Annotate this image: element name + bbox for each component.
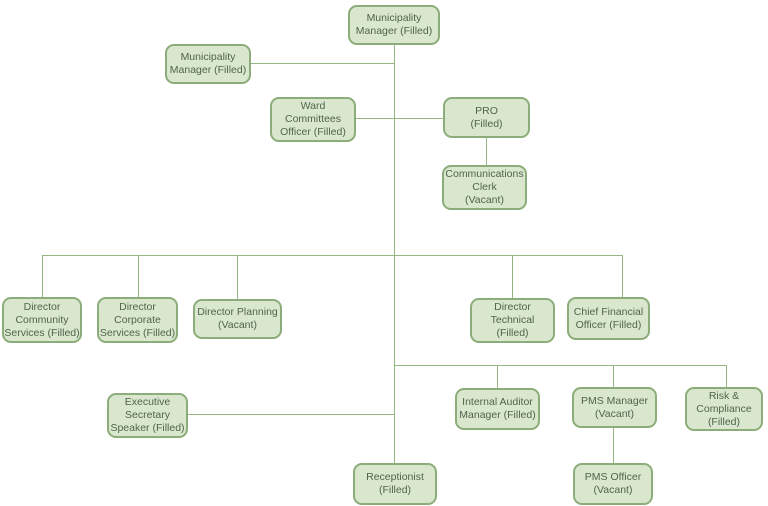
connector-executive-secretary	[188, 414, 394, 415]
connector-pms-manager	[613, 365, 614, 387]
node-municipality-manager-top: Municipality Manager (Filled)	[348, 5, 440, 45]
connector-risk-compliance	[726, 365, 727, 387]
connector-director-community	[42, 255, 43, 297]
node-internal-auditor-manager: Internal Auditor Manager (Filled)	[455, 388, 540, 430]
node-director-planning: Director Planning (Vacant)	[193, 299, 282, 339]
connector-directors-row	[42, 255, 623, 256]
connector-internal-auditor	[497, 365, 498, 388]
node-director-technical: Director Technical (Filled)	[470, 298, 555, 343]
node-risk-compliance: Risk & Compliance (Filled)	[685, 387, 763, 431]
connector-ward-pro	[356, 118, 443, 119]
connector-director-corporate	[138, 255, 139, 297]
connector-pms-officer	[613, 428, 614, 463]
node-director-corporate-services: Director Corporate Services (Filled)	[97, 297, 178, 343]
connector-cfo	[622, 255, 623, 297]
node-pms-officer: PMS Officer (Vacant)	[573, 463, 653, 505]
node-pro: PRO (Filled)	[443, 97, 530, 138]
connector-director-technical	[512, 255, 513, 298]
connector-lower-row	[394, 365, 727, 366]
node-pms-manager: PMS Manager (Vacant)	[572, 387, 657, 428]
connector-municipality-manager	[251, 63, 394, 64]
connector-pro-clerk	[486, 138, 487, 165]
node-receptionist: Receptionist (Filled)	[353, 463, 437, 505]
node-chief-financial-officer: Chief Financial Officer (Filled)	[567, 297, 650, 340]
node-executive-secretary-speaker: Executive Secretary Speaker (Filled)	[107, 393, 188, 438]
connector-director-planning	[237, 255, 238, 299]
connector-trunk	[394, 45, 395, 463]
node-ward-committees-officer: Ward Committees Officer (Filled)	[270, 97, 356, 142]
node-communications-clerk: Communications Clerk (Vacant)	[442, 165, 527, 210]
node-municipality-manager: Municipality Manager (Filled)	[165, 44, 251, 84]
node-director-community-services: Director Community Services (Filled)	[2, 297, 82, 343]
